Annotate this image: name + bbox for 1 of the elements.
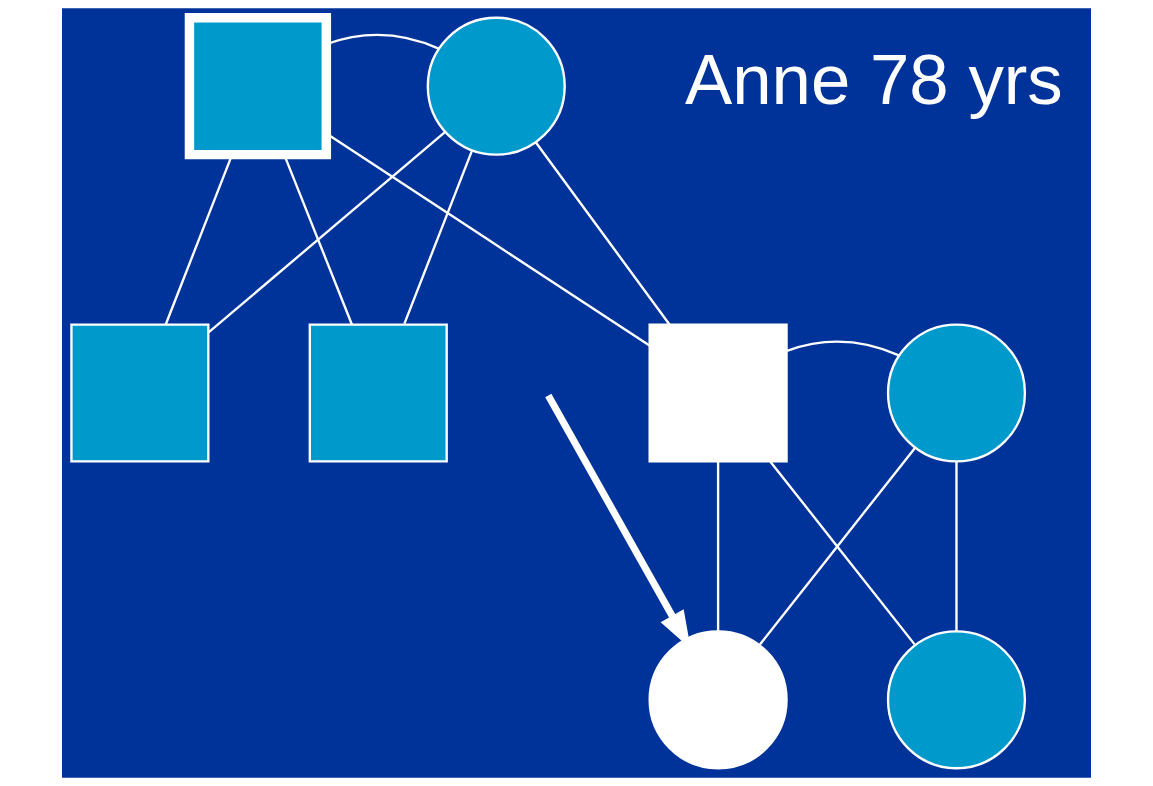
node-label: Anne 78 yrs [684,39,1063,119]
